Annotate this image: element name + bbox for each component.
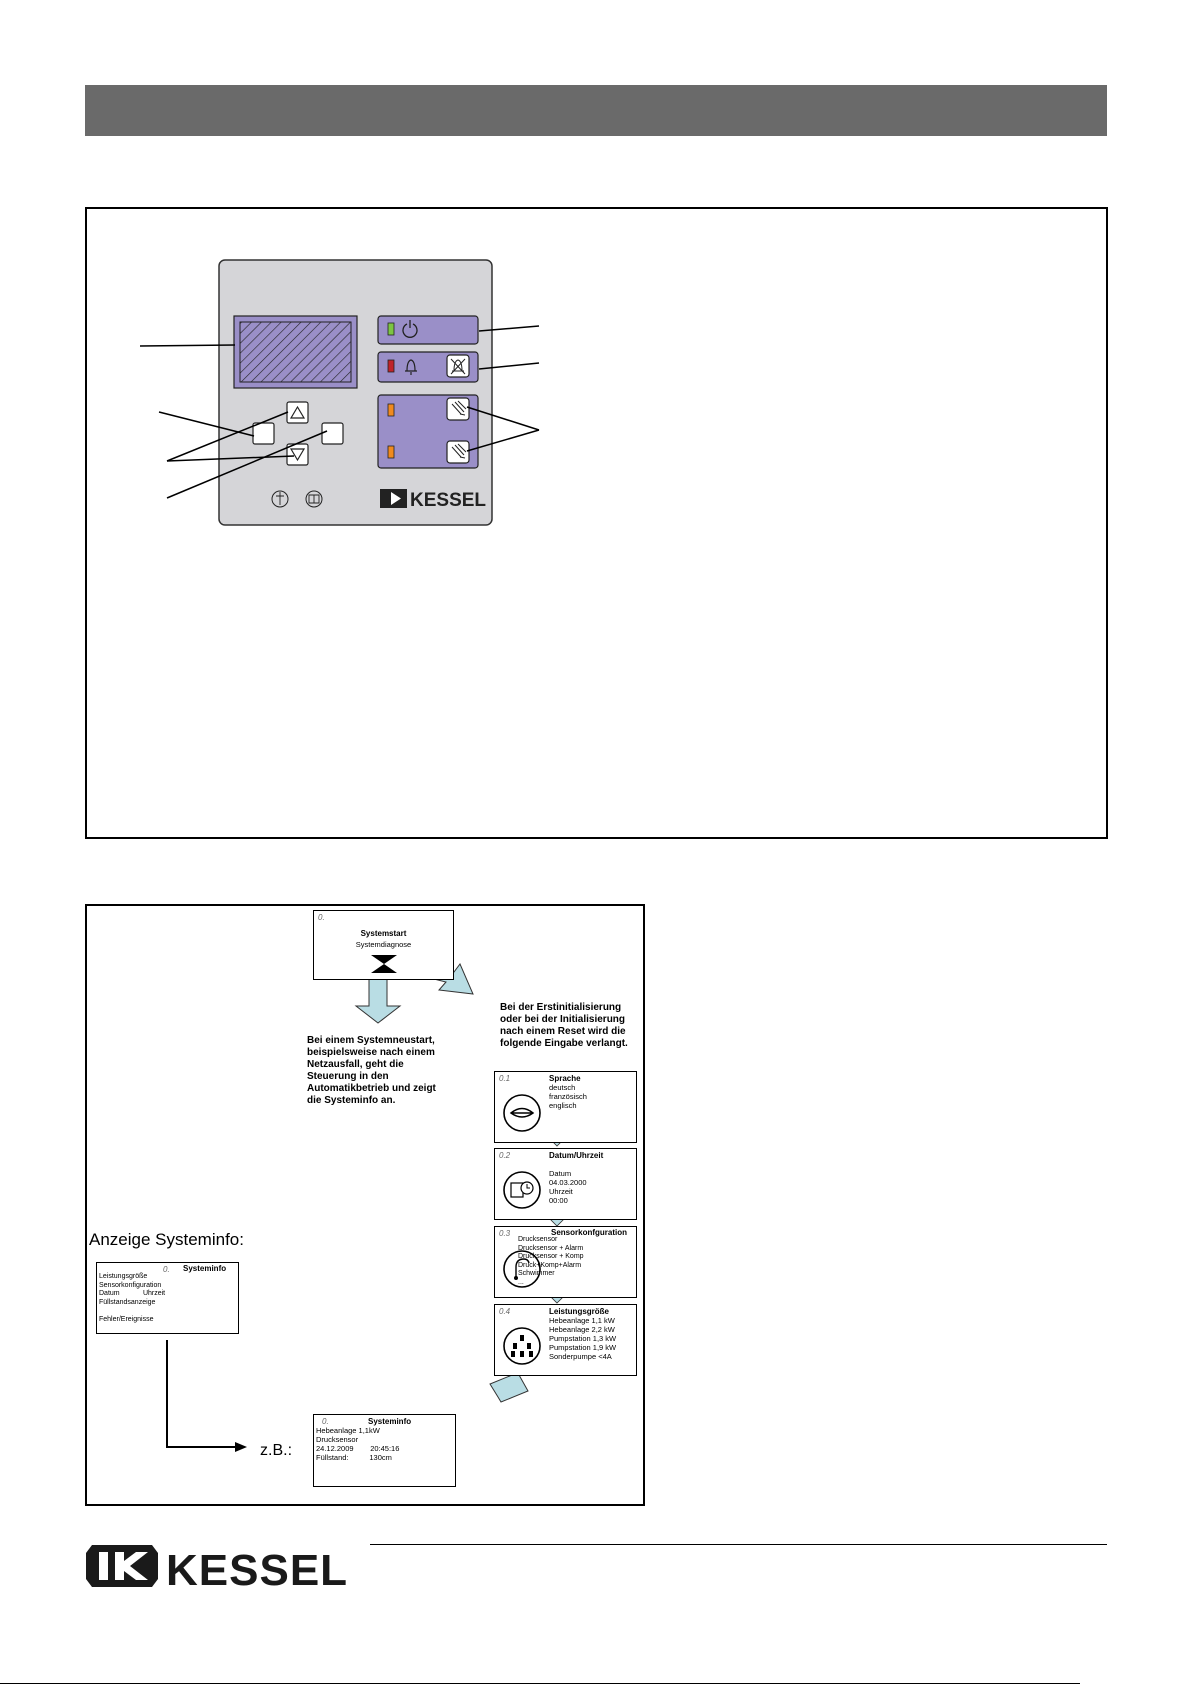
init-note: Bei der Erstinitialisierung oder bei der… bbox=[500, 1002, 628, 1049]
screen-number: 0.3 bbox=[499, 1229, 511, 1238]
screen-number: 0. bbox=[322, 1417, 329, 1426]
systeminfo-heading: Anzeige Systeminfo: bbox=[89, 1230, 244, 1249]
screen-options: Drucksensor Drucksensor + Alarm Drucksen… bbox=[518, 1236, 584, 1286]
control-panel-diagram: KESSEL bbox=[139, 259, 540, 526]
pump1-led bbox=[387, 403, 395, 417]
arrow-right-icon bbox=[235, 1442, 247, 1452]
hand-icon bbox=[451, 443, 467, 459]
escape-button bbox=[252, 422, 275, 445]
pumps-icon bbox=[503, 1327, 541, 1365]
sensor-icon bbox=[503, 1250, 541, 1288]
bell-icon bbox=[405, 359, 417, 375]
footer-rule bbox=[370, 1544, 1107, 1545]
down-arrow-icon bbox=[289, 448, 306, 462]
screen-number: 0. bbox=[163, 1265, 170, 1274]
up-button bbox=[286, 401, 309, 424]
screen-subtitle: Systemdiagnose bbox=[355, 940, 412, 949]
service-icon bbox=[271, 490, 289, 508]
pump2-led bbox=[387, 445, 395, 459]
power-icon bbox=[402, 320, 418, 338]
arrow-down-icon bbox=[354, 975, 402, 1024]
restart-note: Bei einem Systemneustart, beispielsweise… bbox=[307, 1035, 436, 1106]
footer-logo: KESSEL bbox=[86, 1541, 347, 1596]
hourglass-icon bbox=[371, 955, 397, 973]
screen-title: Systemstart bbox=[360, 929, 407, 938]
screen-leistungsgroesse: 0.4 Leistungsgröße Hebeanlage 1,1 kW Heb… bbox=[494, 1304, 637, 1376]
screen-title: Systeminfo bbox=[183, 1264, 227, 1273]
footer-brand: KESSEL bbox=[166, 1546, 346, 1591]
screen-systeminfo-example: 0. Systeminfo Hebeanlage 1,1kW Drucksens… bbox=[313, 1414, 456, 1487]
kessel-logo: KESSEL bbox=[86, 1545, 347, 1595]
callout-lines bbox=[139, 325, 540, 499]
screen-title: Sensorkonfguration bbox=[551, 1228, 628, 1237]
screen-systeminfo-template: 0. Systeminfo Leistungsgröße Sensorkonfi… bbox=[96, 1262, 239, 1334]
screen-number: 0. bbox=[318, 913, 325, 922]
screen-options: Hebeanlage 1,1 kW Hebeanlage 2,2 kW Pump… bbox=[549, 1316, 617, 1361]
panel-body bbox=[218, 259, 493, 526]
hand-icon bbox=[451, 400, 467, 416]
section-header-bar bbox=[85, 85, 1107, 136]
screen-options: deutsch französisch englisch bbox=[549, 1083, 587, 1110]
manual-book-icon bbox=[305, 490, 323, 508]
lips-icon bbox=[503, 1094, 541, 1132]
panel-brand: KESSEL bbox=[410, 490, 486, 511]
power-led bbox=[387, 322, 395, 336]
screen-number: 0.4 bbox=[499, 1307, 511, 1316]
alarm-led bbox=[387, 359, 395, 373]
screen-number: 0.2 bbox=[499, 1151, 511, 1160]
screen-number: 0.1 bbox=[499, 1074, 511, 1083]
example-label: z.B.: bbox=[260, 1442, 293, 1459]
calendar-clock-icon bbox=[503, 1171, 541, 1209]
screen-sensorkonfiguration: 0.3 Sensorkonfguration Drucksensor Druck… bbox=[494, 1226, 637, 1298]
screen-datum-uhrzeit: 0.2 Datum/Uhrzeit Datum 04.03.2000 Uhrze… bbox=[494, 1148, 637, 1220]
screen-options: Datum 04.03.2000 Uhrzeit 00:00 bbox=[549, 1169, 587, 1205]
display-screen bbox=[239, 321, 352, 383]
screen-fields: Leistungsgröße Sensorkonfiguration Datum… bbox=[99, 1273, 166, 1323]
screen-title: Systeminfo bbox=[368, 1417, 412, 1426]
screen-title: Datum/Uhrzeit bbox=[549, 1151, 604, 1160]
screen-sprache: 0.1 Sprache deutsch französisch englisch bbox=[494, 1071, 637, 1143]
screen-fields: Hebeanlage 1,1kW Drucksensor 24.12.2009 … bbox=[316, 1426, 400, 1462]
control-panel-figure: KESSEL bbox=[85, 207, 1108, 839]
ok-button bbox=[321, 422, 344, 445]
up-arrow-icon bbox=[289, 405, 306, 419]
screen-title: Sprache bbox=[549, 1074, 581, 1083]
power-status-field bbox=[377, 315, 479, 345]
screen-title: Leistungsgröße bbox=[549, 1307, 610, 1316]
page-bottom-rule bbox=[0, 1683, 1080, 1684]
bell-mute-icon bbox=[450, 358, 466, 375]
startup-flow-figure: 0. Systemstart Systemdiagnose Bei einem … bbox=[85, 904, 645, 1506]
screen-systemstart: 0. Systemstart Systemdiagnose bbox=[313, 910, 454, 980]
